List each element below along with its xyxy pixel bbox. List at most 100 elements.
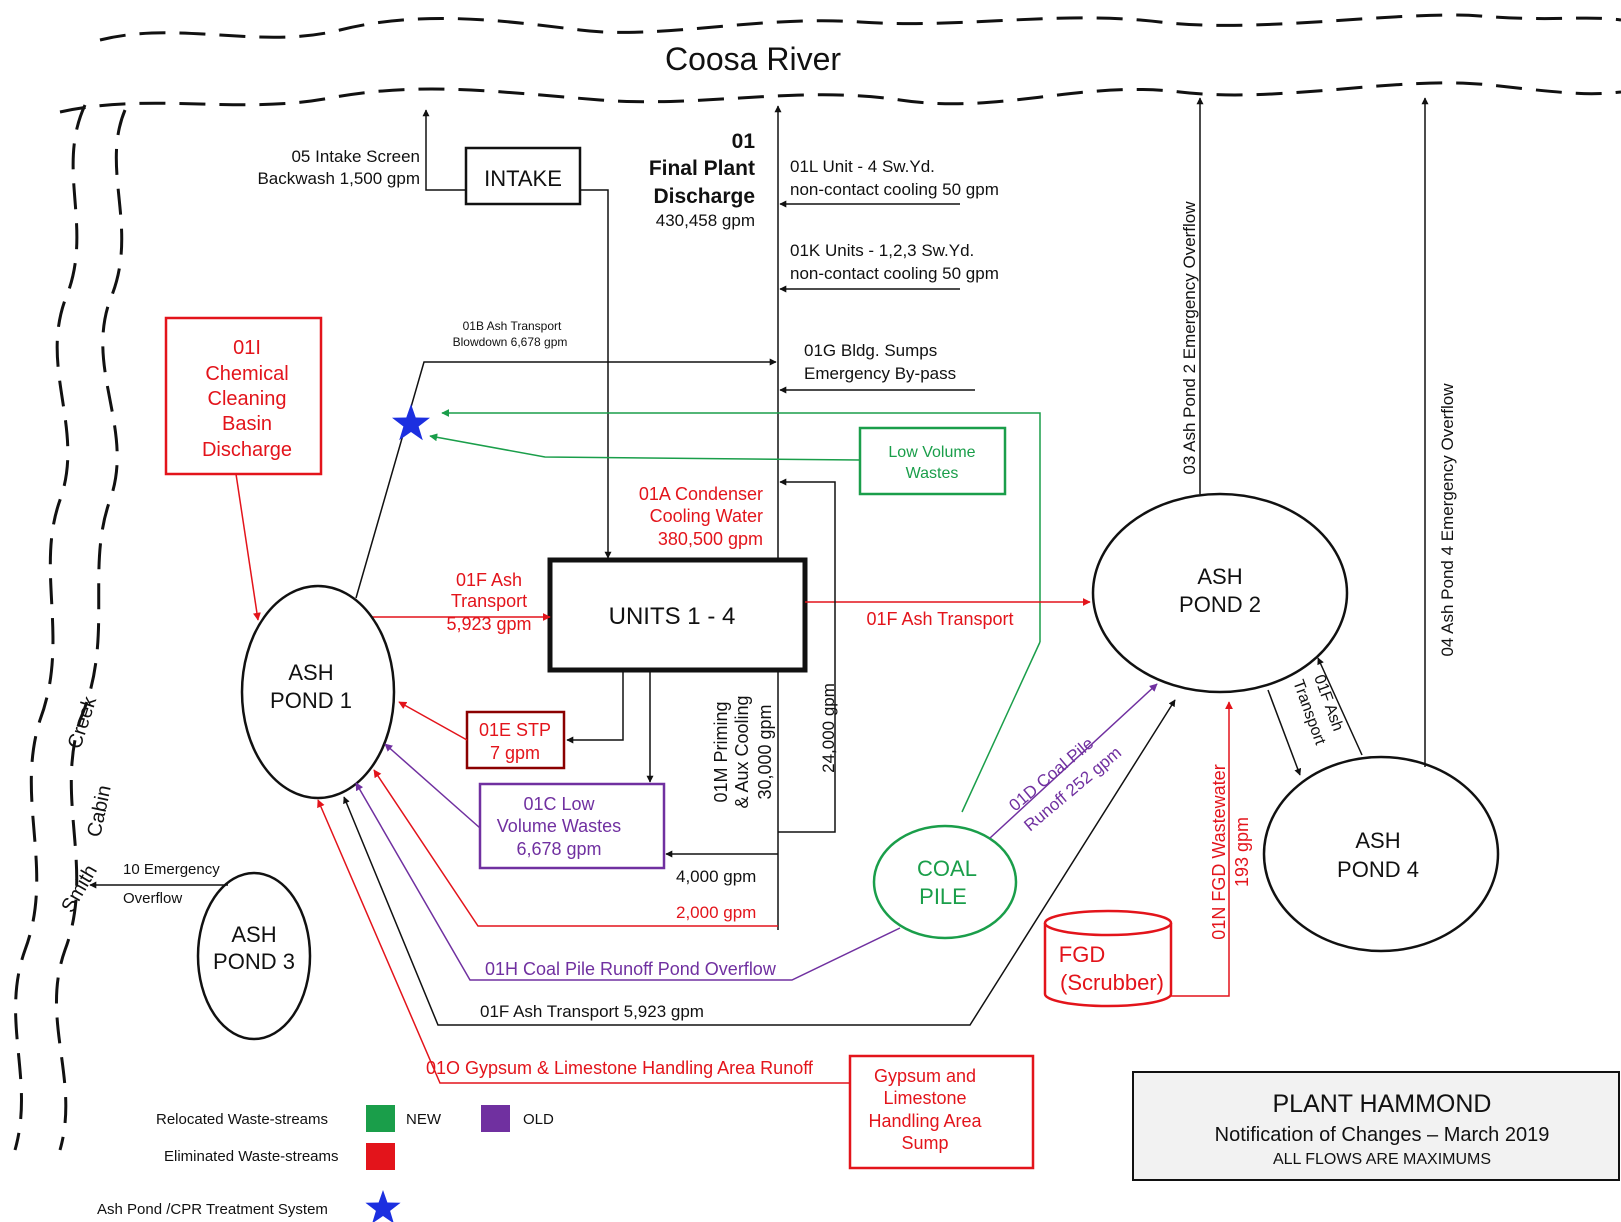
- priming-line1: 01M Priming: [711, 701, 731, 802]
- low-volume-new-box: [858, 426, 1007, 496]
- stp-line1: 01E STP: [479, 720, 551, 740]
- flow-24000-label: 24,000 gpm: [819, 683, 838, 773]
- low-volume-old-line2: Volume Wastes: [497, 816, 621, 836]
- gypsum-sump-line4: Sump: [901, 1133, 948, 1153]
- title-plant-name: PLANT HAMMOND: [1272, 1090, 1491, 1118]
- pond4-to-pond2-arrow: [1317, 657, 1363, 756]
- low-volume-old-line3: 6,678 gpm: [516, 839, 601, 859]
- gypsum-sump-box: [848, 1054, 1035, 1170]
- chemical-basin-line5: Discharge: [202, 439, 292, 461]
- low-volume-new-line1: Low Volume: [888, 444, 975, 461]
- ash-pond-4-line2: POND 4: [1337, 857, 1419, 882]
- outfall-01l-line2: non-contact cooling 50 gpm: [790, 180, 999, 199]
- ash-pond-1-line1: ASH: [288, 660, 333, 685]
- outfall-01g-line2: Emergency By-pass: [804, 364, 956, 383]
- ash-transport-bottom-label: 01F Ash Transport 5,923 gpm: [480, 1002, 704, 1021]
- fgd-cylinder-body: [1043, 923, 1173, 1008]
- title-box: [1132, 1071, 1620, 1181]
- legend-eliminated-swatch: [366, 1143, 395, 1170]
- intake-to-units-arrow: [580, 189, 612, 559]
- chemical-basin-arrow: [235, 473, 261, 621]
- fgd-wastewater-line1: 01N FGD Wastewater: [1209, 764, 1229, 939]
- low-volume-old-line1: 01C Low: [523, 794, 595, 814]
- chemical-basin-line4: Basin: [222, 413, 272, 435]
- coal-pile-line2: PILE: [919, 884, 967, 909]
- treatment-system-star-icon: [392, 404, 430, 441]
- flow-2000-label: 2,000 gpm: [676, 903, 756, 922]
- creek-label-cabin: Cabin: [83, 783, 115, 839]
- condenser-line1: 01A Condenser: [639, 484, 763, 504]
- final-discharge-line3: Discharge: [653, 185, 755, 208]
- ash-pond-4: [1262, 755, 1500, 953]
- ash-pond-2-line1: ASH: [1197, 564, 1242, 589]
- ash-pond-3-line1: ASH: [231, 922, 276, 947]
- coal-pond-overflow-label: 01H Coal Pile Runoff Pond Overflow: [485, 959, 777, 979]
- outfall-01k-line2: non-contact cooling 50 gpm: [790, 264, 999, 283]
- intake-box: [464, 146, 582, 206]
- gypsum-runoff-arrow: [317, 799, 850, 1084]
- ash-pond-2-line2: POND 2: [1179, 592, 1261, 617]
- coal-pile-line1: COAL: [917, 856, 977, 881]
- flow-2000-arrow: [373, 769, 778, 927]
- legend-new-swatch: [366, 1105, 395, 1132]
- units-label: UNITS 1 - 4: [609, 603, 736, 630]
- units-box: [547, 557, 808, 673]
- outfall-01l-line1: 01L Unit - 4 Sw.Yd.: [790, 157, 935, 176]
- coal-pond-overflow-arrow: [355, 782, 901, 981]
- intake-label: INTAKE: [484, 166, 562, 191]
- legend-old-label: OLD: [523, 1111, 554, 1128]
- ash-pond-2: [1091, 492, 1349, 694]
- fgd-wastewater-arrow: [1171, 701, 1233, 997]
- ash-pond-4-line1: ASH: [1355, 828, 1400, 853]
- legend-old-swatch: [481, 1105, 510, 1132]
- ash-transport-left-line2: Transport: [451, 591, 527, 611]
- final-discharge-line2: Final Plant: [649, 157, 755, 180]
- ash-transport-bottom-arrow: [343, 699, 1176, 1026]
- pond2-to-pond4-arrow: [1267, 689, 1302, 776]
- final-discharge-line1: 01: [732, 130, 756, 153]
- title-subtitle: Notification of Changes – March 2019: [1215, 1124, 1550, 1146]
- creek-label-creek: Creek: [64, 693, 102, 751]
- gypsum-sump-line3: Handling Area: [868, 1111, 982, 1131]
- stp-to-pond1-arrow: [398, 701, 468, 741]
- fgd-cylinder-top: [1043, 909, 1173, 937]
- outfall-01b-arrow: [355, 358, 777, 599]
- priming-line2: & Aux Cooling: [732, 695, 752, 808]
- chemical-basin-line1: 01I: [233, 337, 261, 359]
- creek-bank-right: [54, 109, 127, 1151]
- legend-new-label: NEW: [406, 1111, 442, 1128]
- intake-screen-line2: Backwash 1,500 gpm: [257, 169, 420, 188]
- green-flow-lower: [429, 433, 861, 461]
- gypsum-runoff-label: 01O Gypsum & Limestone Handling Area Run…: [426, 1058, 814, 1078]
- emergency-10-line1: 10 Emergency: [123, 861, 220, 878]
- outfall-01b-line2: Blowdown 6,678 gpm: [453, 335, 568, 349]
- river-bank-top: [99, 13, 1621, 42]
- priming-line3: 30,000 gpm: [755, 704, 775, 799]
- coal-pile: [872, 824, 1018, 940]
- units-to-stp-arrow: [566, 672, 624, 744]
- chemical-basin-box: [164, 316, 323, 476]
- ash-transport-left-line3: 5,923 gpm: [446, 614, 531, 634]
- recycle-loop-arrow: [778, 478, 836, 833]
- gypsum-sump-line2: Limestone: [883, 1088, 966, 1108]
- intake-screen-line1: 05 Intake Screen: [291, 147, 420, 166]
- pond4-overflow-label: 04 Ash Pond 4 Emergency Overflow: [1438, 383, 1457, 657]
- outfall-01k-line1: 01K Units - 1,2,3 Sw.Yd.: [790, 241, 974, 260]
- stp-line2: 7 gpm: [490, 743, 540, 763]
- outfall-01g-line1: 01G Bldg. Sumps: [804, 341, 937, 360]
- ash-pond-3: [196, 871, 312, 1041]
- ash-transport-left-line1: 01F Ash: [456, 570, 522, 590]
- condenser-line3: 380,500 gpm: [658, 529, 763, 549]
- condenser-line2: Cooling Water: [650, 506, 763, 526]
- fgd-scrubber: [1043, 909, 1173, 1008]
- legend-eliminated-label: Eliminated Waste-streams: [164, 1148, 339, 1165]
- emergency-10-line2: Overflow: [123, 890, 182, 907]
- legend-star-icon: [365, 1190, 401, 1222]
- final-discharge-flow: 430,458 gpm: [656, 211, 755, 230]
- creek-bank-left: [13, 104, 87, 1151]
- smith-cabin-creek: [13, 104, 127, 1151]
- title-note: ALL FLOWS ARE MAXIMUMS: [1273, 1151, 1491, 1168]
- green-flow-upper: [441, 409, 1041, 642]
- river-name: Coosa River: [665, 41, 841, 77]
- ash-transport-right-label: 01F Ash Transport: [866, 609, 1013, 629]
